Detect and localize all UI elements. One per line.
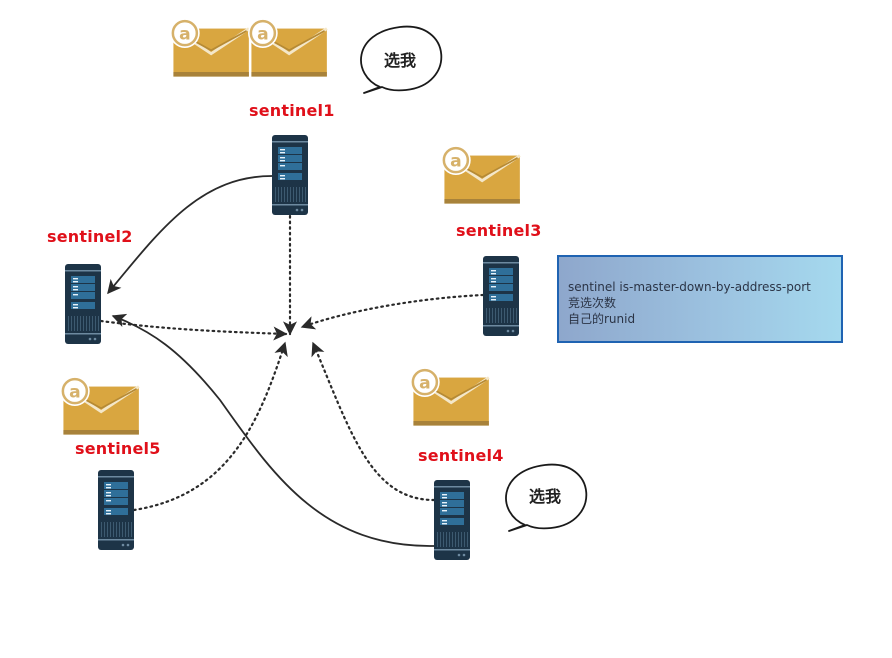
info-line-runid: 自己的runid bbox=[568, 312, 636, 326]
sentinel1-speech-bubble-icon bbox=[360, 25, 443, 94]
edge-sentinel3-to-center bbox=[300, 293, 485, 330]
sentinel1-vote-envelope-icon bbox=[170, 18, 250, 78]
edge-sentinel4-to-center bbox=[311, 341, 436, 502]
sentinel1-server-icon bbox=[272, 135, 308, 215]
edge-sentinel5-to-center bbox=[132, 341, 288, 512]
sentinel2-server-icon bbox=[65, 264, 101, 344]
sentinel4-speech-bubble-icon bbox=[505, 463, 588, 532]
icons-layer bbox=[60, 18, 588, 560]
sentinel3-server-icon bbox=[483, 256, 519, 336]
sentinel5-label: sentinel5 bbox=[75, 439, 161, 458]
sentinel4-server-icon bbox=[434, 480, 470, 560]
edges-layer bbox=[99, 175, 485, 547]
edge-sentinel1-to-sentinel2 bbox=[107, 175, 273, 295]
sentinel5-server-icon bbox=[98, 470, 134, 550]
sentinel4-label: sentinel4 bbox=[418, 446, 504, 465]
sentinel3-label: sentinel3 bbox=[456, 221, 542, 240]
sentinel2-label: sentinel2 bbox=[47, 227, 133, 246]
sentinel1-vote-envelope-icon bbox=[248, 18, 328, 78]
sentinel5-vote-envelope-icon bbox=[60, 376, 140, 436]
edge-sentinel4-to-sentinel2 bbox=[111, 313, 435, 547]
info-line-epoch: 竞选次数 bbox=[568, 296, 617, 310]
info-line-command: sentinel is-master-down-by-address-port bbox=[568, 280, 811, 294]
sentinel1-speech-text: 选我 bbox=[384, 51, 417, 70]
sentinel4-vote-envelope-icon bbox=[410, 367, 490, 427]
sentinel4-speech-text: 选我 bbox=[529, 487, 562, 506]
vote-request-info-box: sentinel is-master-down-by-address-port … bbox=[557, 255, 843, 343]
edge-sentinel2-to-center bbox=[99, 319, 288, 341]
sentinel1-label: sentinel1 bbox=[249, 101, 335, 120]
sentinel3-vote-envelope-icon bbox=[441, 145, 521, 205]
